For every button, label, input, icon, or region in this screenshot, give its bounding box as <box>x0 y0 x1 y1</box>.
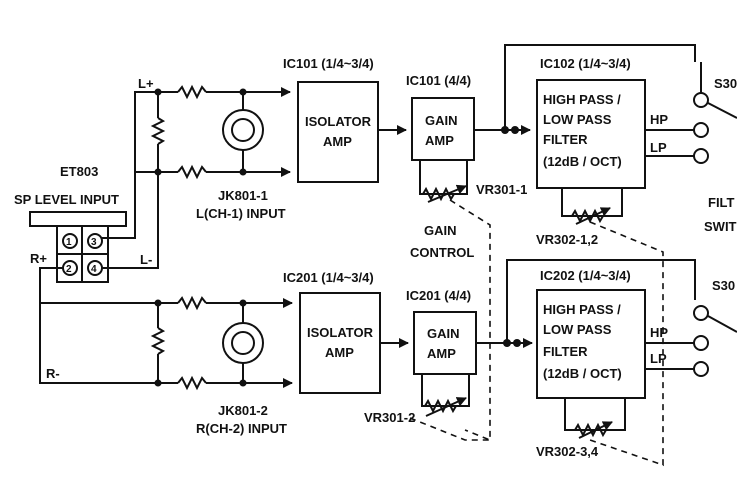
filter-block <box>536 289 646 399</box>
connector-et803: ET803 SP LEVEL INPUT 1 3 2 4 <box>14 164 127 283</box>
hp-label: HP <box>650 112 668 127</box>
channel-1-section: JK801-1 L(CH-1) INPUT IC101 (1/4~3/4) IS… <box>135 44 737 247</box>
isolator-text-2: AMP <box>323 134 352 149</box>
isolator-ic-label: IC201 (1/4~3/4) <box>283 270 374 285</box>
filter-switch-label-2: SWIT <box>704 219 737 234</box>
jack-input-label: R(CH-2) INPUT <box>196 421 287 436</box>
filter-block <box>536 79 646 189</box>
jack-label: JK801-1 <box>218 188 268 203</box>
series-resistor-icon <box>177 84 207 100</box>
gain-text-2: AMP <box>425 133 454 148</box>
gain-ic-label: IC101 (4/4) <box>406 73 471 88</box>
rca-jack-icon <box>222 109 264 151</box>
filter-text-1: HIGH PASS / <box>543 92 621 107</box>
pin-2-label: 2 <box>66 264 72 275</box>
gain-text-1: GAIN <box>425 113 458 128</box>
switch-contact-icon <box>693 122 709 138</box>
switch-lever-icon <box>707 315 737 333</box>
variable-resistor-icon <box>422 186 455 202</box>
lp-label: LP <box>650 351 667 366</box>
pin-3-icon <box>87 233 103 249</box>
l-minus-label: L- <box>140 252 152 267</box>
l-plus-label: L+ <box>138 76 154 91</box>
switch-contact-icon <box>693 305 709 321</box>
filter-text-3: FILTER <box>543 132 588 147</box>
isolator-text-2: AMP <box>325 345 354 360</box>
switch-contact-icon <box>693 148 709 164</box>
gain-ic-label: IC201 (4/4) <box>406 288 471 303</box>
variable-resistor-icon <box>424 398 457 414</box>
isolator-text-1: ISOLATOR <box>307 325 374 340</box>
isolator-text-1: ISOLATOR <box>305 114 372 129</box>
filter-text-2: LOW PASS <box>543 112 612 127</box>
pin-1-icon <box>62 233 78 249</box>
gain-text-1: GAIN <box>427 326 460 341</box>
gain-text-2: AMP <box>427 346 456 361</box>
variable-resistor-icon <box>571 208 604 224</box>
pin-3-label: 3 <box>91 237 97 248</box>
series-resistor-icon <box>177 295 207 311</box>
filter-text-4: (12dB / OCT) <box>543 366 622 381</box>
switch-contact-icon <box>693 92 709 108</box>
switch-label: S30 <box>714 76 737 91</box>
switch-contact-icon <box>693 361 709 377</box>
gain-amp-block <box>411 97 475 161</box>
filter-text-4: (12dB / OCT) <box>543 154 622 169</box>
gain-vr-label: VR301-2 <box>364 410 415 425</box>
shunt-resistor-icon <box>150 327 166 355</box>
r-minus-label: R- <box>46 366 60 381</box>
series-resistor-icon <box>177 375 207 391</box>
switch-label: S30 <box>712 278 735 293</box>
connector-header-plate <box>29 211 127 227</box>
gain-amp-block <box>413 311 477 375</box>
gain-control-label-2: CONTROL <box>410 245 474 260</box>
jack-input-label: L(CH-1) INPUT <box>196 206 286 221</box>
gain-control-label-1: GAIN <box>424 223 457 238</box>
series-resistor-icon <box>177 164 207 180</box>
switch-contact-icon <box>693 335 709 351</box>
filter-ic-label: IC202 (1/4~3/4) <box>540 268 631 283</box>
filter-text-3: FILTER <box>543 344 588 359</box>
shunt-resistor-icon <box>150 117 166 145</box>
gain-vr-label: VR301-1 <box>476 182 527 197</box>
connector-title: SP LEVEL INPUT <box>14 192 119 207</box>
isolator-ic-label: IC101 (1/4~3/4) <box>283 56 374 71</box>
filter-switch-label-1: FILT <box>708 195 735 210</box>
filter-vr-label: VR302-1,2 <box>536 232 598 247</box>
channel-2-section: JK801-2 R(CH-2) INPUT IC201 (1/4~3/4) IS… <box>150 259 737 459</box>
hp-label: HP <box>650 325 668 340</box>
isolator-amp-block <box>299 292 381 394</box>
switch-lever-icon <box>707 102 737 119</box>
filter-ic-label: IC102 (1/4~3/4) <box>540 56 631 71</box>
filter-text-2: LOW PASS <box>543 322 612 337</box>
lp-label: LP <box>650 140 667 155</box>
ganged-control-links: GAIN CONTROL FILT SWIT <box>409 195 737 467</box>
connector-ref: ET803 <box>60 164 98 179</box>
filter-vr-label: VR302-3,4 <box>536 444 599 459</box>
variable-resistor-icon <box>574 422 607 438</box>
filter-text-1: HIGH PASS / <box>543 302 621 317</box>
pin-1-label: 1 <box>66 237 72 248</box>
jack-label: JK801-2 <box>218 403 268 418</box>
rca-jack-icon <box>222 322 264 364</box>
pin-4-label: 4 <box>91 264 97 275</box>
r-plus-label: R+ <box>30 251 47 266</box>
isolator-amp-block <box>297 81 379 183</box>
